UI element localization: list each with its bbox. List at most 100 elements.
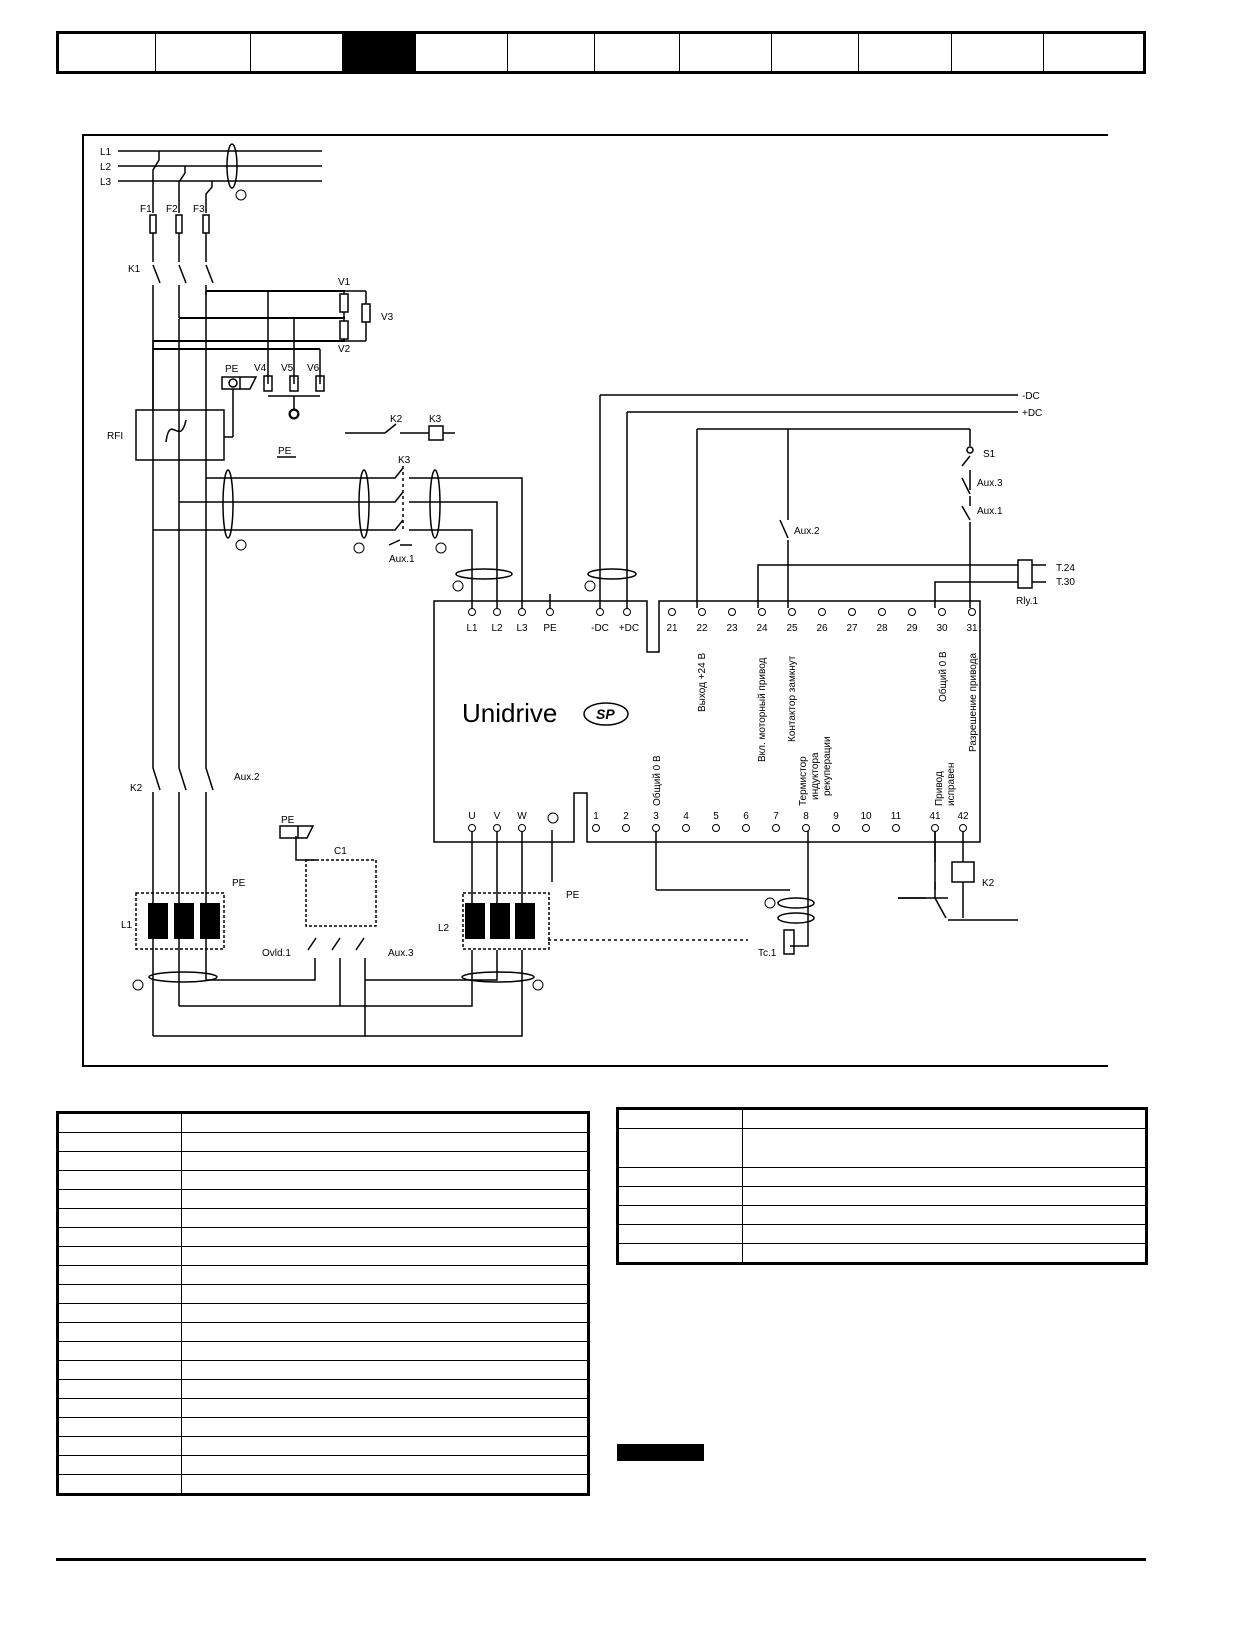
terminal-label-10: 10 — [860, 811, 872, 822]
label-mains-l2: L2 — [100, 162, 112, 173]
table-cell-value — [181, 1474, 589, 1495]
table-row — [617, 1186, 1147, 1206]
terminal-label-5: 5 — [713, 811, 719, 822]
table-cell-value — [742, 1205, 1147, 1225]
terminal-label-42: 42 — [957, 811, 969, 822]
table-cell-key — [57, 1151, 182, 1171]
terminal-label-41: 41 — [929, 811, 941, 822]
table-row — [57, 1151, 589, 1171]
table-row — [57, 1112, 589, 1133]
label-thermistor-2: индуктора — [810, 752, 821, 800]
table-cell-value — [181, 1265, 589, 1285]
label-drive-ok-2: исправен — [946, 763, 957, 806]
table-cell-key — [57, 1474, 182, 1495]
label-k2-top: K2 — [390, 414, 403, 425]
header-tab[interactable] — [680, 34, 772, 71]
terminal-label-u: U — [468, 811, 475, 822]
label-fuse-f3: F3 — [193, 204, 205, 215]
label-switch-s1: S1 — [983, 449, 996, 460]
table-row — [57, 1322, 589, 1342]
terminal-label-4: 4 — [683, 811, 689, 822]
table-row — [57, 1379, 589, 1399]
terminal-label-9: 9 — [833, 811, 839, 822]
label-fuse-f2: F2 — [166, 204, 178, 215]
table-row — [617, 1108, 1147, 1129]
footer-rule — [56, 1558, 1146, 1561]
table-row — [617, 1128, 1147, 1168]
label-aux3: Aux.3 — [388, 948, 414, 959]
table-cell-key — [57, 1132, 182, 1152]
table-cell-key — [57, 1455, 182, 1475]
table-cell-key — [57, 1284, 182, 1304]
label-varistor-v6: V6 — [307, 363, 320, 374]
label-common-0v-bottom: Общий 0 В — [651, 755, 663, 806]
table-cell-value — [181, 1189, 589, 1209]
terminal-label-pe: PE — [543, 623, 557, 634]
table-cell-value — [181, 1170, 589, 1190]
drive-logo-badge: SP — [596, 706, 615, 722]
terminal-label-30: 30 — [936, 623, 948, 634]
terminal-label-l1: L1 — [466, 623, 478, 634]
table-cell-key — [617, 1167, 743, 1187]
label-pe-inductor-l1: PE — [232, 878, 246, 889]
terminal-label-dc-plus: +DC — [619, 623, 639, 634]
header-tab[interactable] — [952, 34, 1044, 71]
black-label-tag — [617, 1444, 704, 1461]
table-cell-value — [181, 1436, 589, 1456]
label-varistor-v1: V1 — [338, 277, 351, 288]
table-cell-key — [617, 1243, 743, 1264]
table-cell-key — [57, 1246, 182, 1266]
header-tab[interactable] — [416, 34, 508, 71]
label-varistor-v2: V2 — [338, 344, 351, 355]
header-tab[interactable] — [156, 34, 251, 71]
label-output-24v: Выход +24 В — [697, 653, 708, 712]
terminal-label-24: 24 — [756, 623, 768, 634]
header-tab[interactable] — [595, 34, 680, 71]
data-table-left — [56, 1111, 590, 1496]
terminal-label-w: W — [517, 811, 527, 822]
table-cell-value — [181, 1303, 589, 1323]
label-drive-enable-motor: Вкл. моторный привод — [757, 657, 768, 762]
table-row — [57, 1474, 589, 1495]
label-inductor-l1: L1 — [121, 920, 133, 931]
terminal-label-27: 27 — [846, 623, 858, 634]
table-cell-value — [181, 1112, 589, 1133]
header-tab-active[interactable] — [343, 34, 416, 71]
label-relay-t30: T.30 — [1056, 577, 1075, 588]
label-aux2: Aux.2 — [234, 772, 260, 783]
table-cell-key — [57, 1341, 182, 1361]
table-cell-key — [57, 1436, 182, 1456]
table-cell-value — [181, 1417, 589, 1437]
label-capacitor-c1: C1 — [334, 846, 347, 857]
terminal-label-29: 29 — [906, 623, 918, 634]
header-tab[interactable] — [59, 34, 156, 71]
terminal-label-21: 21 — [666, 623, 678, 634]
label-contactor-closed: Контактор замкнут — [787, 655, 798, 742]
terminal-label-11: 11 — [891, 811, 902, 822]
terminal-label-3: 3 — [653, 811, 659, 822]
table-cell-key — [57, 1379, 182, 1399]
label-contactor-k1: K1 — [128, 264, 141, 275]
data-table-right — [616, 1107, 1148, 1265]
label-varistor-v4: V4 — [254, 363, 267, 374]
header-tab-bar — [56, 31, 1146, 74]
label-overload: Ovld.1 — [262, 948, 291, 959]
terminal-label-dc-minus: -DC — [591, 623, 609, 634]
header-tab[interactable] — [508, 34, 595, 71]
table-cell-value — [742, 1243, 1147, 1264]
table-row — [57, 1436, 589, 1456]
table-cell-key — [617, 1108, 743, 1129]
label-mains-l1: L1 — [100, 147, 112, 158]
label-varistor-v5: V5 — [281, 363, 294, 374]
header-tab[interactable] — [772, 34, 859, 71]
header-tab[interactable] — [251, 34, 343, 71]
label-inductor-l2: L2 — [438, 923, 450, 934]
table-cell-key — [617, 1186, 743, 1206]
table-row — [57, 1417, 589, 1437]
label-aux3-right: Aux.3 — [977, 478, 1003, 489]
header-tab[interactable] — [859, 34, 952, 71]
label-relay-rly1: Rly.1 — [1016, 596, 1038, 607]
table-row — [57, 1189, 589, 1209]
label-pe-capacitor: PE — [281, 815, 295, 826]
label-pe-mid: PE — [278, 446, 292, 457]
